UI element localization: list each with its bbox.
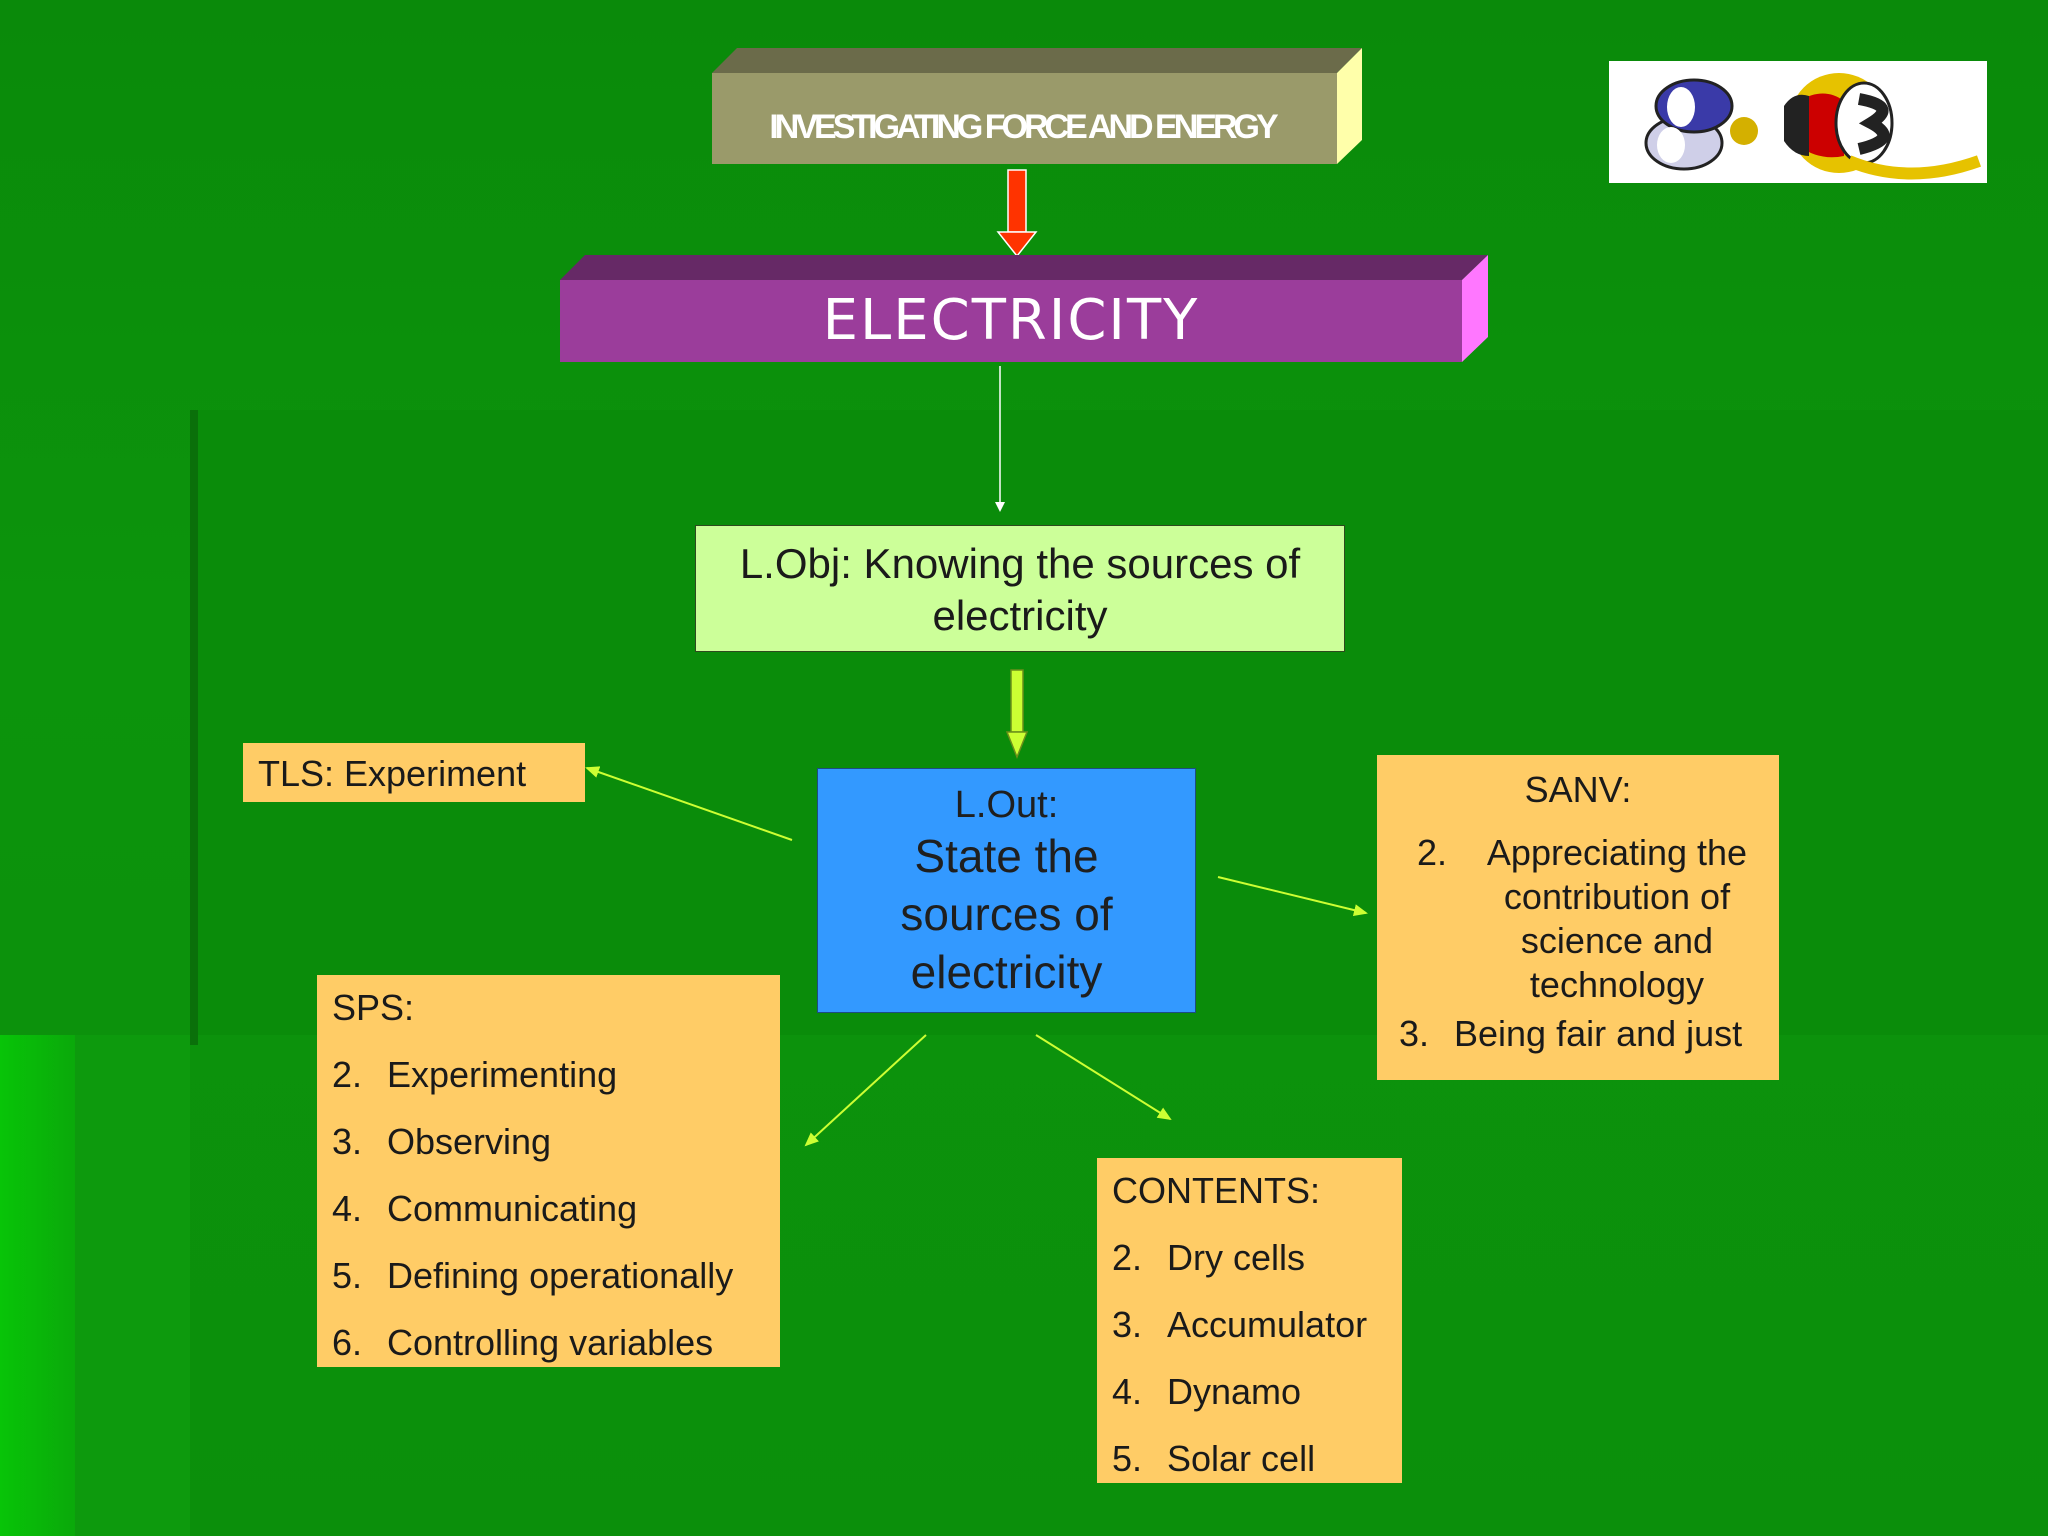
- list-item: 3. Being fair and just: [1377, 1011, 1779, 1057]
- sanv-header: SANV:: [1524, 769, 1632, 810]
- list-text: Observing: [387, 1121, 552, 1162]
- list-text: Defining operationally: [387, 1255, 734, 1296]
- list-text: Solar cell: [1167, 1438, 1316, 1479]
- sanv-box: SANV: 2. Appreciating the contribution o…: [1377, 755, 1779, 1080]
- list-item: 5. Solar cell: [1112, 1436, 1402, 1482]
- yellow-down-arrow: [1005, 669, 1029, 760]
- list-number: 5.: [332, 1255, 363, 1296]
- title-label: INVESTIGATING FORCE AND ENERGY: [769, 107, 1278, 146]
- background-divider: [190, 410, 198, 1045]
- title-box: [712, 48, 1362, 164]
- learning-objective-box: L.Obj: Knowing the sources of electricit…: [695, 525, 1345, 652]
- arrow-to-sanv: [1217, 876, 1368, 916]
- list-number: 6.: [332, 1322, 363, 1363]
- list-item: 3. Observing: [332, 1119, 780, 1165]
- list-number: 3.: [1112, 1304, 1143, 1345]
- list-text: Dry cells: [1167, 1237, 1306, 1278]
- list-text: Communicating: [387, 1188, 638, 1229]
- contents-header: CONTENTS:: [1112, 1170, 1321, 1211]
- arrow-to-tls: [585, 766, 793, 841]
- list-number: 5.: [1112, 1438, 1143, 1479]
- red-down-arrow: [996, 169, 1038, 258]
- list-text-line: Appreciating the: [1486, 832, 1748, 873]
- arrow-to-contents: [1035, 1034, 1172, 1121]
- tls-text: TLS: Experiment: [258, 753, 527, 794]
- background-panel-left: [0, 1035, 75, 1536]
- learning-objective-text: L.Obj: Knowing the sources of electricit…: [739, 540, 1301, 639]
- list-number: 2.: [332, 1054, 363, 1095]
- list-number: 2.: [1112, 1237, 1143, 1278]
- list-number: 4.: [332, 1188, 363, 1229]
- contents-box: CONTENTS: 2. Dry cells 3. Accumulator 4. Dy…: [1097, 1158, 1402, 1483]
- binoculars-logo-icon: [1644, 73, 1982, 180]
- list-text: Controlling variables: [387, 1322, 714, 1363]
- list-text: Being fair and just: [1454, 1013, 1743, 1054]
- background-panel-bottom: [75, 1035, 190, 1536]
- list-text-line: technology: [1529, 964, 1705, 1005]
- list-number: 2.: [1417, 832, 1448, 873]
- list-item: 2. Experimenting: [332, 1052, 780, 1098]
- list-text: Experimenting: [387, 1054, 618, 1095]
- list-item: 6. Controlling variables: [332, 1320, 780, 1366]
- learning-outcome-line: sources of: [900, 888, 1113, 940]
- list-number: 3.: [332, 1121, 363, 1162]
- list-text: Dynamo: [1167, 1371, 1302, 1412]
- list-number: 3.: [1399, 1013, 1430, 1054]
- list-item: 3. Accumulator: [1112, 1302, 1402, 1348]
- sps-box: SPS: 2. Experimenting 3. Observing 4. Commu…: [317, 975, 780, 1367]
- tls-box: TLS: Experiment: [243, 743, 585, 802]
- arrow-to-sps: [804, 1034, 927, 1147]
- list-text: Accumulator: [1167, 1304, 1368, 1345]
- list-text-line: science and: [1520, 920, 1714, 961]
- list-item: 2. Appreciating the contribution of scie…: [1377, 831, 1779, 1007]
- sps-header: SPS:: [332, 987, 415, 1028]
- learning-outcome-header: L.Out:: [954, 784, 1059, 826]
- learning-outcome-line: State the: [914, 830, 1099, 882]
- logo: [1609, 61, 1987, 183]
- learning-outcome-box: L.Out: State the sources of electricity: [817, 768, 1196, 1013]
- list-item: 4. Communicating: [332, 1186, 780, 1232]
- list-item: 4. Dynamo: [1112, 1369, 1402, 1415]
- learning-outcome-line: electricity: [910, 946, 1103, 998]
- list-text-line: contribution of: [1503, 876, 1731, 917]
- list-item: 2. Dry cells: [1112, 1235, 1402, 1281]
- topic-label: ELECTRICITY: [822, 287, 1200, 353]
- topic-box: [560, 255, 1488, 362]
- list-item: 5. Defining operationally: [332, 1253, 780, 1299]
- list-number: 4.: [1112, 1371, 1143, 1412]
